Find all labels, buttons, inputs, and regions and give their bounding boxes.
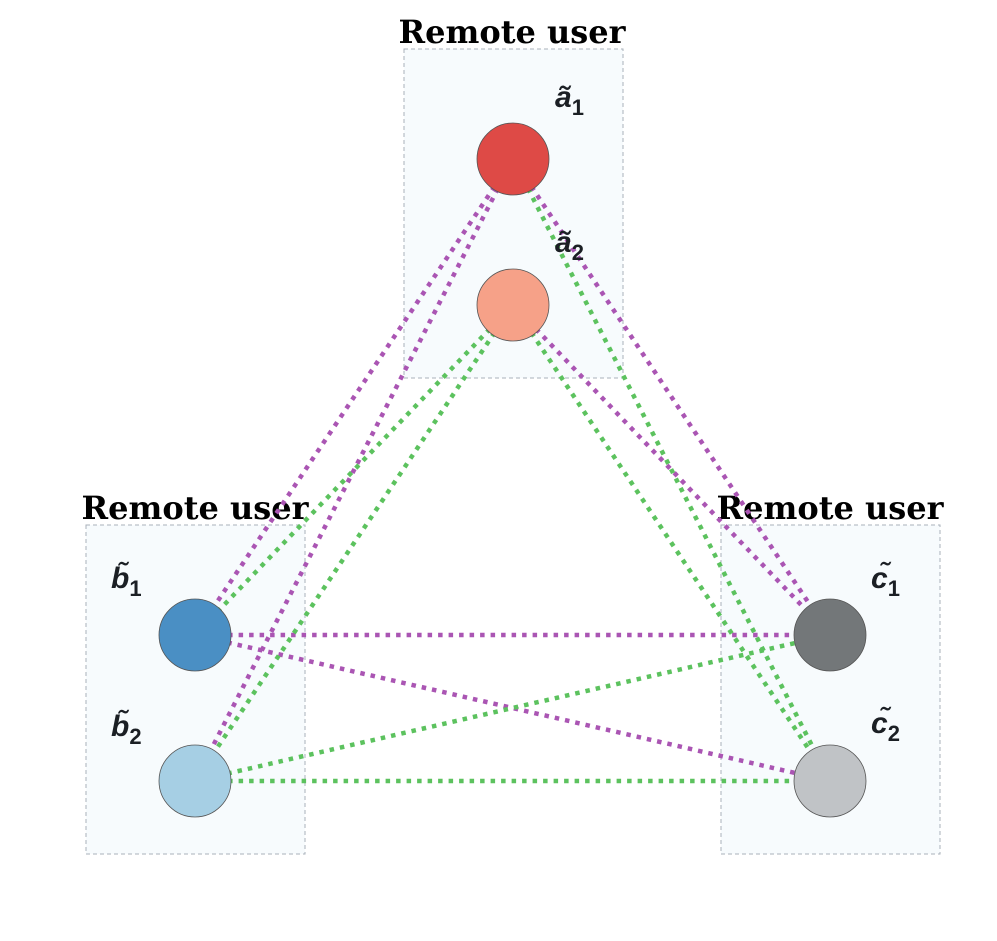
node-a2[interactable] <box>476 268 550 342</box>
link-a1-b2 <box>208 187 500 753</box>
node-label-a1-letter: ã <box>555 81 572 114</box>
links-layer <box>208 185 818 784</box>
node-label-b2-letter: b̃ <box>111 709 130 743</box>
node-label-b1-sub: 1 <box>129 576 141 601</box>
group-title-c: Remote user <box>717 489 945 527</box>
node-label-a2-sub: 2 <box>572 240 584 265</box>
node-b2[interactable] <box>158 744 232 818</box>
node-c2[interactable] <box>793 744 867 818</box>
link-a2-c1 <box>534 327 809 613</box>
node-label-c2-sub: 2 <box>888 721 900 746</box>
node-label-c1-letter: c̃ <box>871 561 892 595</box>
node-label-c2-letter: c̃ <box>871 706 892 740</box>
node-label-b1: b̃1 <box>111 561 142 601</box>
node-label-b2: b̃2 <box>111 709 142 749</box>
group-title-b: Remote user <box>82 489 310 527</box>
link-a2-b1 <box>216 327 492 613</box>
link-a1-c1 <box>529 185 814 609</box>
node-label-c1: c̃1 <box>871 561 900 601</box>
node-b1[interactable] <box>158 598 232 672</box>
link-a1-c2 <box>525 187 818 753</box>
node-label-a2: ã2 <box>555 226 584 265</box>
group-title-a: Remote user <box>399 13 627 51</box>
link-a2-b2 <box>211 331 497 755</box>
node-label-b1-letter: b̃ <box>111 561 130 595</box>
node-c1[interactable] <box>793 598 867 672</box>
node-label-c1-sub: 1 <box>888 576 900 601</box>
link-b2-c1 <box>226 640 799 776</box>
link-a2-c2 <box>529 331 814 755</box>
node-label-a2-letter: ã <box>555 226 572 259</box>
node-label-c2: c̃2 <box>871 706 900 746</box>
node-label-b2-sub: 2 <box>129 724 141 749</box>
node-a1[interactable] <box>476 122 550 196</box>
link-a1-b1 <box>211 185 497 609</box>
node-label-a1: ã1 <box>555 81 584 120</box>
node-label-a1-sub: 1 <box>572 95 584 120</box>
link-b1-c2 <box>226 640 799 776</box>
